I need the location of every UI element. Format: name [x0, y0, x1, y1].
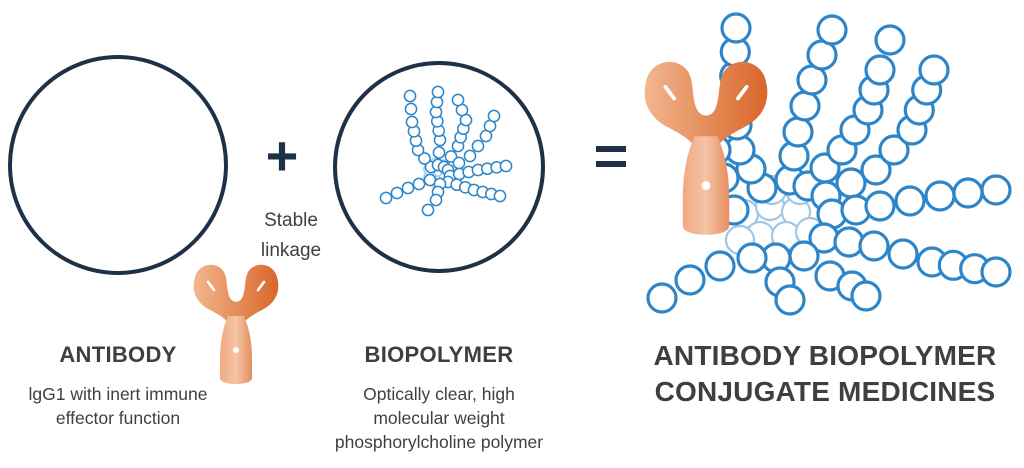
- linkage-line-2: linkage: [260, 240, 322, 261]
- antibody-description: lgG1 with inert immune effector function: [8, 382, 228, 430]
- polymer-bead: [774, 284, 806, 316]
- antibody-arms: [193, 264, 279, 330]
- antibody-circle: [8, 55, 228, 275]
- antibody-dot: [233, 347, 239, 353]
- polymer-bead: [431, 85, 445, 99]
- polymer-bead: [864, 54, 896, 86]
- polymer-bead: [463, 149, 477, 163]
- biopolymer-desc-line-2: molecular weight: [373, 408, 505, 428]
- stable-linkage-label: Stable linkage: [236, 206, 346, 266]
- polymer-bead: [412, 177, 426, 191]
- polymer-bead: [405, 115, 419, 129]
- conjugate-title: ANTIBODY BIOPOLYMER CONJUGATE MEDICINES: [640, 338, 1010, 410]
- polymer-bead: [390, 186, 404, 200]
- polymer-bead: [493, 189, 507, 203]
- antibody-arm-slit: [736, 85, 749, 101]
- conjugate-polymer-icon: [646, 12, 1012, 316]
- polymer-bead: [471, 139, 485, 153]
- polymer-bead: [444, 150, 458, 163]
- polymer-bead: [864, 190, 896, 222]
- polymer-bead: [736, 242, 768, 274]
- linkage-line-1: Stable: [264, 210, 318, 231]
- biopolymer-icon: [379, 85, 513, 217]
- antibody-arm-slit: [256, 280, 266, 292]
- polymer-bead: [788, 240, 820, 272]
- polymer-bead: [499, 159, 513, 173]
- polymer-bead: [404, 102, 418, 116]
- antibody-desc-line-1: lgG1 with inert immune: [28, 384, 208, 404]
- polymer-bead: [789, 90, 821, 122]
- antibody-desc-line-2: effector function: [55, 408, 181, 428]
- polymer-bead: [887, 238, 919, 270]
- polymer-bead: [833, 226, 865, 258]
- conjugate-antibody-icon: [644, 61, 768, 235]
- polymer-bead: [403, 89, 417, 103]
- polymer-bead: [874, 24, 906, 56]
- biopolymer-desc-line-1: Optically clear, high: [363, 384, 515, 404]
- polymer-bead: [418, 152, 431, 165]
- polymer-bead: [850, 280, 882, 312]
- antibody-dot: [701, 181, 711, 190]
- conjugate-title-line-1: ANTIBODY BIOPOLYMER: [653, 340, 997, 371]
- polymer-bead: [452, 156, 466, 170]
- polymer-bead: [429, 193, 443, 207]
- antibody-icon: [193, 264, 279, 384]
- equals-sign: [596, 146, 626, 167]
- polymer-bead: [980, 256, 1012, 288]
- polymer-bead: [878, 134, 910, 166]
- polymer-bead: [924, 180, 956, 212]
- polymer-bead: [816, 14, 848, 46]
- polymer-bead: [860, 154, 892, 186]
- antibody-arms: [644, 61, 768, 157]
- polymer-bead: [674, 264, 706, 296]
- polymer-bead: [894, 185, 926, 217]
- polymer-bead: [918, 54, 950, 86]
- plus-sign: +: [266, 124, 299, 187]
- polymer-bead: [646, 282, 678, 314]
- polymer-bead: [432, 146, 446, 159]
- polymer-bead: [704, 250, 736, 282]
- biopolymer-description: Optically clear, high molecular weight p…: [319, 382, 559, 454]
- conjugate-title-line-2: CONJUGATE MEDICINES: [654, 376, 996, 407]
- polymer-bead: [952, 177, 984, 209]
- antibody-arm-slit: [206, 280, 216, 292]
- polymer-bead: [720, 12, 752, 44]
- polymer-bead: [782, 116, 814, 148]
- polymer-bead: [980, 174, 1012, 206]
- polymer-bead: [379, 191, 393, 205]
- polymer-bead: [421, 203, 435, 217]
- polymer-bead: [451, 93, 465, 107]
- biopolymer-desc-line-3: phosphorylcholine polymer: [334, 432, 544, 452]
- polymer-bead: [401, 181, 415, 195]
- polymer-bead: [487, 109, 501, 123]
- biopolymer-title: BIOPOLYMER: [364, 342, 514, 367]
- polymer-bead: [858, 230, 890, 262]
- antibody-arm-slit: [663, 85, 676, 101]
- antibody-title: ANTIBODY: [59, 342, 177, 367]
